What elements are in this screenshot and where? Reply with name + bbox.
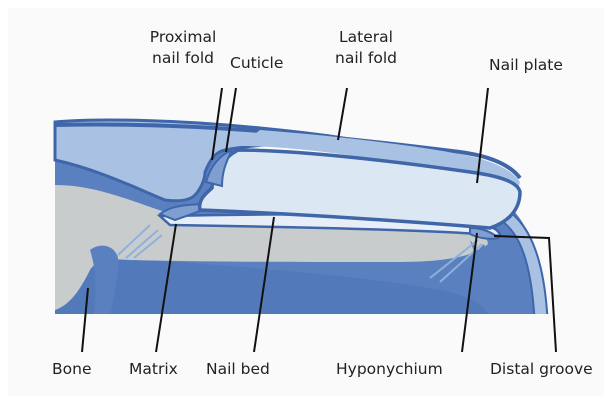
label-lateral-nail-fold-line1: Lateral xyxy=(316,27,416,48)
label-distal-groove: Distal groove xyxy=(490,359,593,380)
label-cuticle: Cuticle xyxy=(230,53,283,74)
label-hyponychium: Hyponychium xyxy=(336,359,443,380)
label-proximal-nail-fold: Proximal nail fold xyxy=(128,27,238,69)
label-bone: Bone xyxy=(52,359,91,380)
label-proximal-nail-fold-line1: Proximal xyxy=(128,27,238,48)
label-lateral-nail-fold: Lateral nail fold xyxy=(316,27,416,69)
label-matrix: Matrix xyxy=(129,359,178,380)
leader-lateral-nail-fold xyxy=(338,88,347,140)
label-nail-bed: Nail bed xyxy=(206,359,270,380)
label-nail-plate: Nail plate xyxy=(489,55,563,76)
label-lateral-nail-fold-line2: nail fold xyxy=(316,48,416,69)
label-proximal-nail-fold-line2: nail fold xyxy=(128,48,238,69)
